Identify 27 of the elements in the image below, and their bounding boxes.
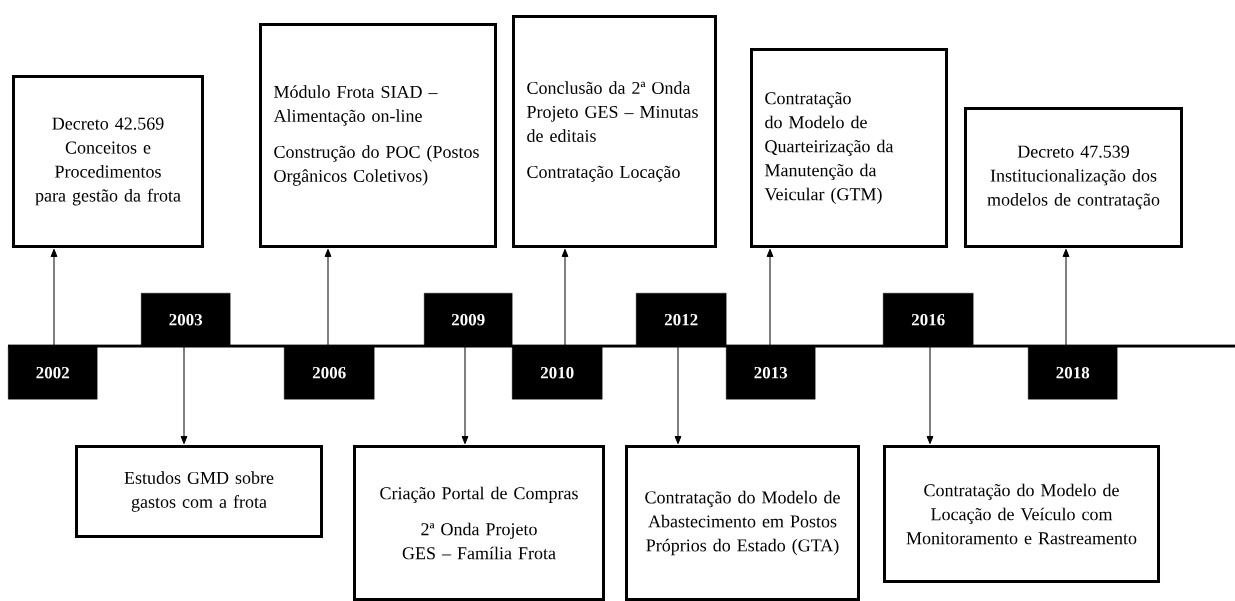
year-box: 2016: [883, 293, 974, 347]
event-box: Contratação do Modelo de Quarteirização da Manutenção da Veicular (GTM): [750, 48, 948, 248]
year-box: 2013: [726, 346, 816, 400]
event-box: Contratação do Modelo de Locação de Veículo com Monitoramento e Rastreamento: [883, 445, 1160, 583]
event-box: Módulo Frota SIAD – Alimentação on-line Construção do POC (Postos Orgânicos Coletivos): [259, 23, 497, 248]
arrow: [561, 248, 569, 347]
arrow: [50, 248, 58, 347]
arrow: [766, 248, 774, 347]
year-box: 2018: [1028, 346, 1118, 400]
arrow: [926, 345, 934, 445]
year-box: 2012: [636, 293, 727, 347]
arrow: [461, 345, 469, 445]
year-box: 2010: [512, 346, 603, 400]
event-box: Conclusão da 2ª Onda Projeto GES – Minutas de editais Contratação Locação: [512, 15, 717, 248]
arrow: [1062, 248, 1070, 347]
year-box: 2003: [141, 293, 231, 347]
event-box: Estudos GMD sobre gastos com a frota: [75, 445, 323, 538]
arrow: [674, 345, 682, 445]
event-box: Criação Portal de Compras 2ª Onda Projeto GES – Família Frota: [353, 445, 605, 601]
arrow: [180, 345, 188, 445]
arrow: [324, 248, 332, 347]
year-box: 2002: [8, 346, 98, 400]
year-box: 2009: [424, 293, 513, 347]
event-box: Decreto 47.539 Institucionalização dos modelos de contratação: [964, 107, 1183, 248]
year-box: 2006: [284, 346, 375, 400]
event-box: Contratação do Modelo de Abastecimento em Postos Próprios do Estado (GTA): [625, 445, 860, 601]
event-box: Decreto 42.569 Conceitos e Procedimentos para gestão da frota: [12, 75, 204, 248]
